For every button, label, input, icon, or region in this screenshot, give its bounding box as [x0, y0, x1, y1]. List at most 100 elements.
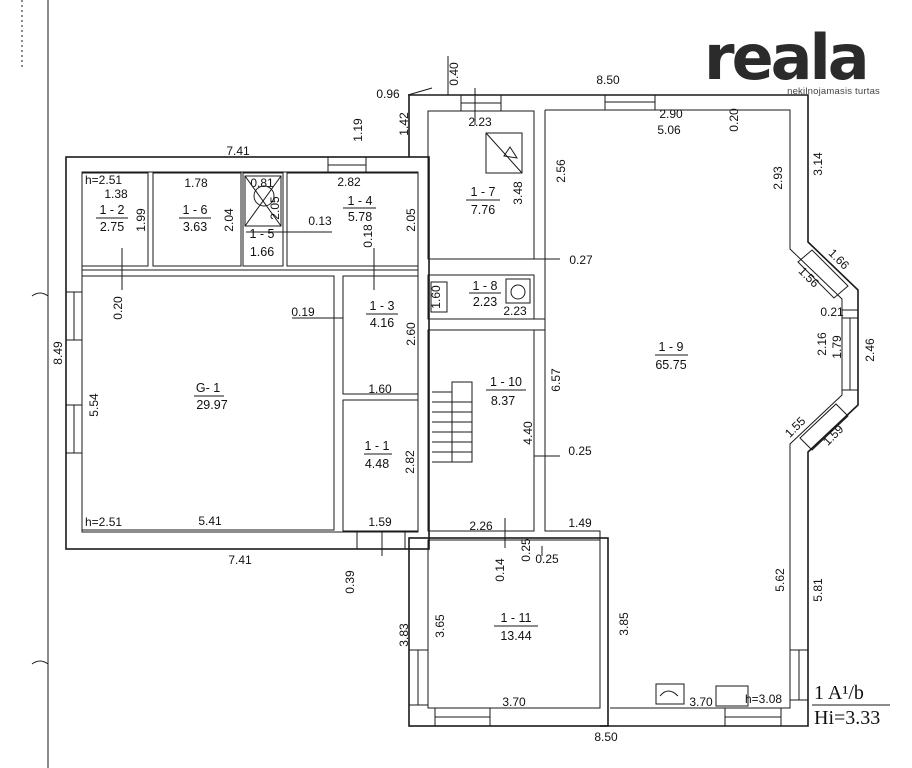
room-labels: G- 1 29.97 1 - 1 4.48 1 - 2 2.75 1 - 3 4… [99, 185, 686, 643]
floor-stamp: 1 A¹/b Hi=3.33 [812, 682, 890, 729]
dimension-labels: 0.40 8.50 0.96 2.23 1.19 1.42 2.90 5.06 … [51, 62, 877, 744]
dimension-label: 3.85 [617, 612, 631, 636]
floor-stamp-code: 1 A¹/b [814, 682, 864, 704]
dimension-label: 1.55 [782, 414, 809, 441]
room-area-1-8: 2.23 [473, 295, 497, 309]
dimension-label: 2.60 [404, 322, 418, 346]
dimension-label: 2.46 [863, 338, 877, 362]
room-label-1-5: 1 - 5 [249, 227, 274, 241]
room-label-1-7: 1 - 7 [470, 185, 495, 199]
dimension-label: 1.38 [104, 187, 128, 201]
room-label-1-4: 1 - 4 [347, 194, 372, 208]
room-label-1-3: 1 - 3 [369, 299, 394, 313]
dimension-label: 1.42 [397, 112, 411, 136]
dimension-label: 0.20 [727, 108, 741, 132]
windows [65, 94, 859, 727]
dimension-label: 1.60 [429, 285, 443, 309]
height-mark: h=3.08 [745, 692, 782, 706]
dimension-label: 0.14 [493, 558, 507, 582]
room-label-1-1: 1 - 1 [364, 439, 389, 453]
dimension-label: 0.19 [291, 305, 315, 319]
dimension-label: 0.25 [568, 444, 592, 458]
room-label-1-11: 1 - 11 [500, 611, 531, 625]
dimension-label: 1.60 [368, 382, 392, 396]
dimension-label: 1.59 [368, 515, 392, 529]
room-label-G-1: G- 1 [196, 381, 220, 395]
dimension-label: 1.49 [568, 516, 592, 530]
room-label-1-6: 1 - 6 [182, 203, 207, 217]
dimension-label: 0.27 [569, 253, 593, 267]
dimension-label: 3.70 [689, 695, 713, 709]
room-area-1-6: 3.63 [183, 220, 207, 234]
binding-marks [31, 292, 49, 665]
dimension-label: 8.50 [596, 73, 620, 87]
dimension-label: 2.05 [268, 196, 282, 220]
brand-logo: reala nekilnojamasis turtas [704, 21, 880, 98]
brand-name: reala [704, 21, 870, 94]
dimension-lines [121, 56, 560, 556]
room-area-1-1: 4.48 [365, 457, 389, 471]
dimension-label: 0.13 [308, 214, 332, 228]
room-label-1-2: 1 - 2 [99, 203, 124, 217]
dimension-label: 2.82 [337, 175, 361, 189]
dimension-label: 0.21 [820, 305, 844, 319]
fixtures [244, 132, 749, 707]
room-area-1-11: 13.44 [500, 629, 531, 643]
dimension-label: 0.20 [111, 296, 125, 320]
dimension-label: 1.19 [351, 118, 365, 142]
dimension-label: 1.66 [826, 246, 853, 273]
dimension-label: 5.06 [657, 123, 681, 137]
dimension-label: 2.05 [404, 208, 418, 232]
height-mark: h=2.51 [85, 515, 122, 529]
dimension-label: 0.25 [535, 552, 559, 566]
room-area-1-10: 8.37 [491, 394, 515, 408]
dimension-label: 0.39 [343, 570, 357, 594]
room-label-1-8: 1 - 8 [472, 279, 497, 293]
dimension-label: 1.56 [796, 264, 823, 291]
dimension-label: 1.99 [134, 208, 148, 232]
dimension-label: 5.81 [811, 578, 825, 602]
dimension-label: 2.23 [503, 304, 527, 318]
room-area-underlines [96, 199, 688, 627]
dimension-label: 4.40 [521, 421, 535, 445]
dimension-label: 2.90 [659, 107, 683, 121]
dimension-label: 1.79 [830, 335, 844, 359]
dimension-label: 3.14 [811, 152, 825, 176]
dimension-label: 0.18 [361, 224, 375, 248]
dimension-label: 0.40 [447, 62, 461, 86]
dimension-label: 2.04 [222, 208, 236, 232]
dimension-label: 3.48 [511, 181, 525, 205]
dimension-label: 2.82 [403, 450, 417, 474]
dimension-label: 6.57 [549, 368, 563, 392]
height-marks: h=2.51 h=2.51 h=3.08 [85, 173, 782, 706]
dimension-label: 2.56 [554, 159, 568, 183]
dimension-label: 1.59 [820, 422, 847, 449]
dimension-label: 7.41 [228, 553, 252, 567]
room-area-1-9: 65.75 [655, 358, 686, 372]
floor-stamp-height: Hi=3.33 [814, 707, 880, 729]
dimension-label: 0.96 [376, 87, 400, 101]
dimension-label: 2.16 [815, 332, 829, 356]
dimension-label: 5.62 [773, 568, 787, 592]
staircase [432, 381, 473, 463]
room-area-1-7: 7.76 [471, 203, 495, 217]
dimension-label: 5.54 [87, 393, 101, 417]
room-area-1-2: 2.75 [100, 220, 124, 234]
dimension-label: 3.65 [433, 614, 447, 638]
brand-tagline: nekilnojamasis turtas [787, 86, 880, 97]
height-mark: h=2.51 [85, 173, 122, 187]
dimension-label: 3.83 [397, 623, 411, 647]
dimension-label: 0.81 [250, 176, 274, 190]
dimension-label: 7.41 [226, 144, 250, 158]
dimension-label: 8.50 [594, 730, 618, 744]
room-label-1-10: 1 - 10 [490, 375, 522, 389]
dimension-label: 1.78 [184, 176, 208, 190]
dimension-label: 3.70 [502, 695, 526, 709]
dimension-label: 2.93 [771, 166, 785, 190]
room-area-G-1: 29.97 [196, 398, 227, 412]
room-area-1-5: 1.66 [250, 245, 274, 259]
dimension-label: 2.23 [468, 115, 492, 129]
dimension-label: 0.25 [519, 538, 533, 562]
room-label-1-9: 1 - 9 [658, 340, 683, 354]
